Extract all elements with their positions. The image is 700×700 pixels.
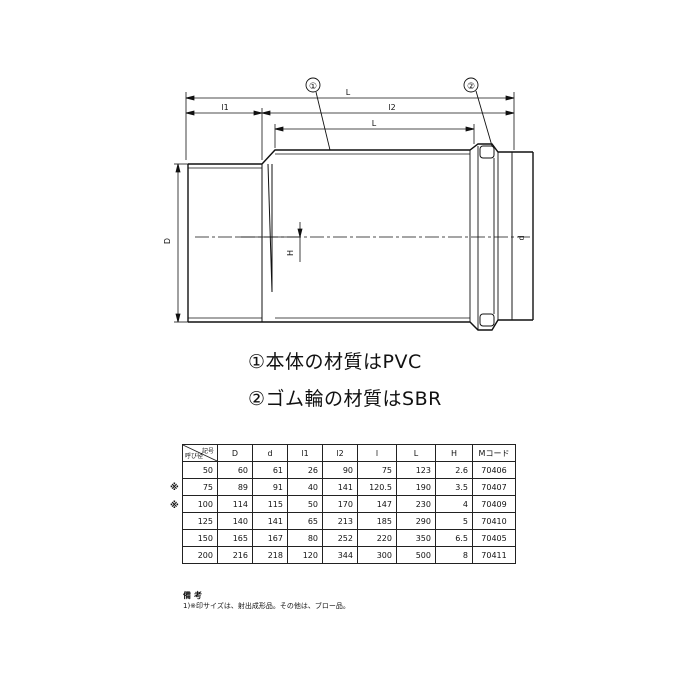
table-cell: 290 <box>396 512 436 530</box>
pipe-top-outline <box>188 143 533 165</box>
table-cell: 3.5 <box>435 478 473 496</box>
dim-label-L-total: L <box>346 88 351 97</box>
corner-label-size: 呼び径 <box>185 453 204 460</box>
callout-2-label: ② <box>467 82 475 92</box>
table-cell: 26 <box>287 461 323 479</box>
table-cell: 141 <box>252 512 288 530</box>
table-cell: 80 <box>287 529 323 547</box>
callout-2-circle <box>463 77 479 93</box>
dim-label-l2: l2 <box>388 103 395 112</box>
table-cell: 5 <box>435 512 473 530</box>
table-corner-cell: 記号 呼び径 <box>182 444 218 462</box>
row-size-cell: 125 <box>182 512 218 530</box>
column-header: l2 <box>322 444 358 462</box>
table-cell: 8 <box>435 546 473 564</box>
table-cell: 218 <box>252 546 288 564</box>
table-cell: 500 <box>396 546 436 564</box>
table-cell: 70409 <box>472 495 516 513</box>
table-cell: 60 <box>217 461 253 479</box>
row-size-cell: 150 <box>182 529 218 547</box>
callout-1-label: ① <box>309 82 317 92</box>
dim-label-L-inner: L <box>372 119 377 128</box>
table-cell: 252 <box>322 529 358 547</box>
row-size-cell: 50 <box>182 461 218 479</box>
table-cell: 230 <box>396 495 436 513</box>
column-header: H <box>435 444 473 462</box>
table-cell: 4 <box>435 495 473 513</box>
column-header: d <box>252 444 288 462</box>
table-cell: 344 <box>322 546 358 564</box>
table-cell: 91 <box>252 478 288 496</box>
row-mark: ※ <box>170 482 179 493</box>
table-cell: 70405 <box>472 529 516 547</box>
pipe-drawing: L l1 l2 L D d H ① ② <box>163 77 534 331</box>
table-cell: 120 <box>287 546 323 564</box>
table-cell: 167 <box>252 529 288 547</box>
dim-label-H: H <box>286 250 295 256</box>
table-cell: 65 <box>287 512 323 530</box>
table-cell: 147 <box>357 495 397 513</box>
column-header: L <box>396 444 436 462</box>
table-cell: 165 <box>217 529 253 547</box>
rubber-ring-bottom <box>479 313 495 327</box>
remarks-item: 1)※印サイズは、射出成形品。その他は、ブロー品。 <box>183 602 350 610</box>
table-cell: 2.6 <box>435 461 473 479</box>
dim-label-D: D <box>163 238 172 244</box>
table-cell: 75 <box>357 461 397 479</box>
column-header: D <box>217 444 253 462</box>
table-cell: 190 <box>396 478 436 496</box>
note-body-material: ①本体の材質はPVC <box>248 351 422 373</box>
remarks-title: 備考 <box>183 591 205 600</box>
table-cell: 70410 <box>472 512 516 530</box>
table-cell: 140 <box>217 512 253 530</box>
table-cell: 220 <box>357 529 397 547</box>
table-cell: 70407 <box>472 478 516 496</box>
table-cell: 70406 <box>472 461 516 479</box>
table-cell: 89 <box>217 478 253 496</box>
table-cell: 300 <box>357 546 397 564</box>
table-cell: 120.5 <box>357 478 397 496</box>
corner-label-symbol: 記号 <box>201 448 214 455</box>
table-cell: 123 <box>396 461 436 479</box>
column-header: l1 <box>287 444 323 462</box>
column-header: l <box>357 444 397 462</box>
table-cell: 6.5 <box>435 529 473 547</box>
table-cell: 185 <box>357 512 397 530</box>
row-mark: ※ <box>170 501 179 511</box>
table-cell: 213 <box>322 512 358 530</box>
row-size-cell: 200 <box>182 546 218 564</box>
table-cell: 350 <box>396 529 436 547</box>
table-cell: 90 <box>322 461 358 479</box>
table-cell: 114 <box>217 495 253 513</box>
pipe-bottom-outline <box>188 319 533 331</box>
row-size-cell: 75 <box>182 478 218 496</box>
table-cell: 61 <box>252 461 288 479</box>
table-cell: 141 <box>322 478 358 496</box>
table-header-row: 記号 呼び径 D d l1 l2 l L H Mコード <box>182 444 516 462</box>
table-cell: 50 <box>287 495 323 513</box>
dim-label-d: d <box>517 235 526 240</box>
rubber-ring-top <box>479 145 495 159</box>
table-cell: 115 <box>252 495 288 513</box>
table-cell: 40 <box>287 478 323 496</box>
row-size-cell: 100 <box>182 495 218 513</box>
table-cell: 70411 <box>472 546 516 564</box>
note-ring-material: ②ゴム輪の材質はSBR <box>248 388 442 410</box>
callout-1-circle <box>305 77 321 93</box>
dim-label-l1: l1 <box>221 103 228 112</box>
table-cell: 216 <box>217 546 253 564</box>
table-cell: 170 <box>322 495 358 513</box>
column-header: Mコード <box>472 444 516 462</box>
